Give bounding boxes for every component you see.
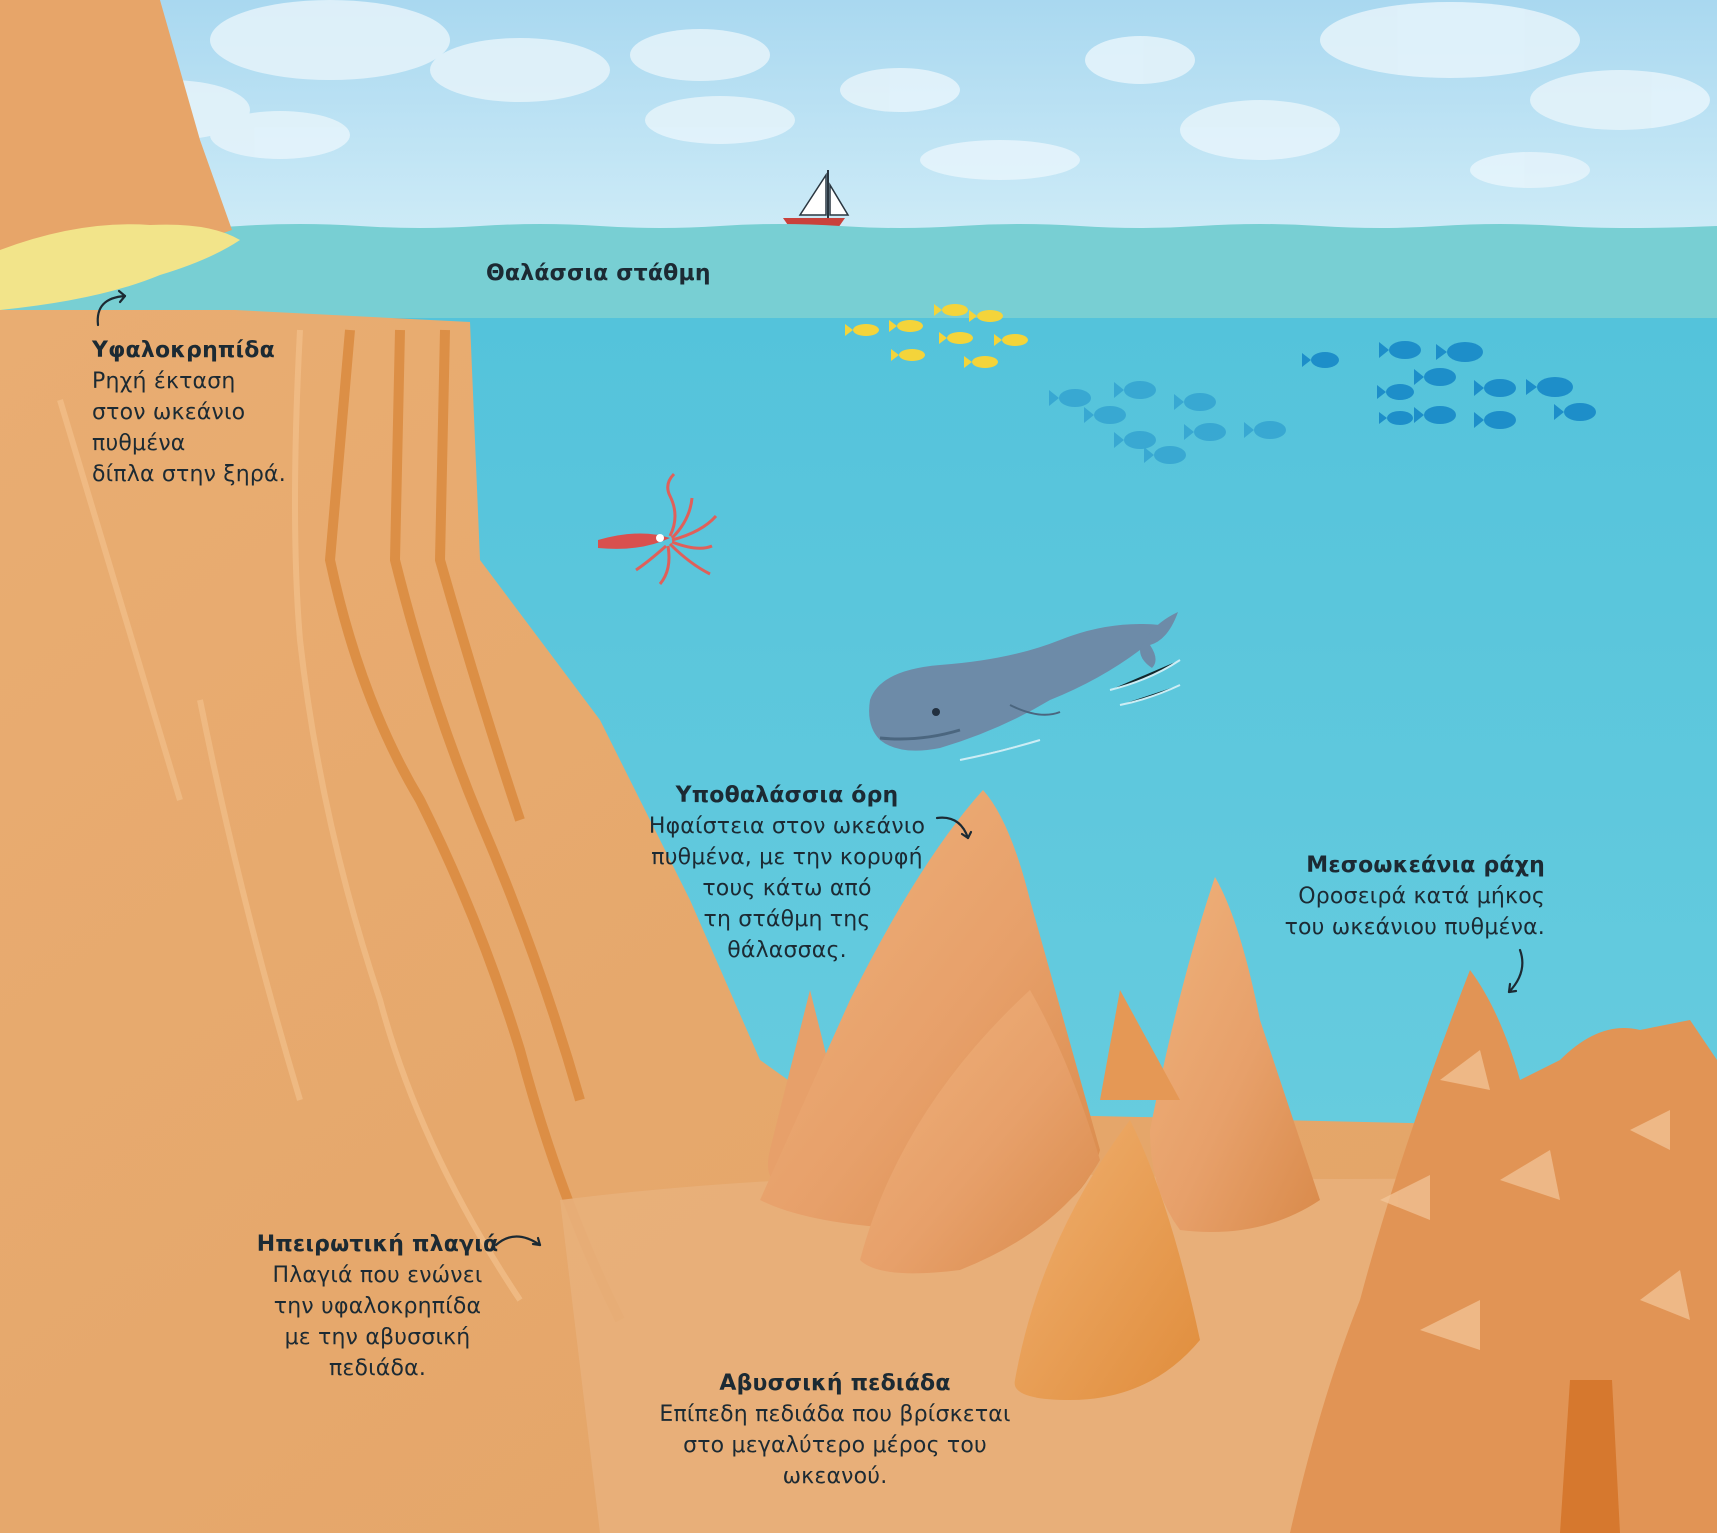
- continental-shelf-title: Υφαλοκρηπίδα: [92, 335, 286, 366]
- abyssal-plain-title: Αβυσσική πεδιάδα: [650, 1368, 1020, 1399]
- label-continental-shelf: Υφαλοκρηπίδα Ρηχή έκταση στον ωκεάνιο πυ…: [92, 335, 286, 490]
- label-seamounts: Υποθαλάσσια όρη Ηφαίστεια στον ωκεάνιο π…: [612, 780, 962, 966]
- sea-level-title: Θαλάσσια στάθμη: [486, 258, 711, 289]
- seamounts-body: Ηφαίστεια στον ωκεάνιο πυθμένα, με την κ…: [612, 811, 962, 966]
- mid-ocean-ridge-title: Μεσοωκεάνια ράχη: [1230, 850, 1545, 881]
- label-abyssal-plain: Αβυσσική πεδιάδα Επίπεδη πεδιάδα που βρί…: [650, 1368, 1020, 1492]
- label-mid-ocean-ridge: Μεσοωκεάνια ράχη Οροσειρά κατά μήκος του…: [1230, 850, 1545, 943]
- continental-slope-body: Πλαγιά που ενώνει την υφαλοκρηπίδα με τη…: [255, 1260, 500, 1384]
- continental-shelf-body: Ρηχή έκταση στον ωκεάνιο πυθμένα δίπλα σ…: [92, 366, 286, 490]
- sea-surface: [0, 224, 1717, 320]
- mid-ocean-ridge-body: Οροσειρά κατά μήκος του ωκεάνιου πυθμένα…: [1230, 881, 1545, 943]
- abyssal-plain-body: Επίπεδη πεδιάδα που βρίσκεται στο μεγαλύ…: [650, 1399, 1020, 1492]
- seamounts-title: Υποθαλάσσια όρη: [612, 780, 962, 811]
- continental-slope-title: Ηπειρωτική πλαγιά: [255, 1229, 500, 1260]
- label-continental-slope: Ηπειρωτική πλαγιά Πλαγιά που ενώνει την …: [255, 1229, 500, 1384]
- label-sea-level: Θαλάσσια στάθμη: [486, 258, 711, 289]
